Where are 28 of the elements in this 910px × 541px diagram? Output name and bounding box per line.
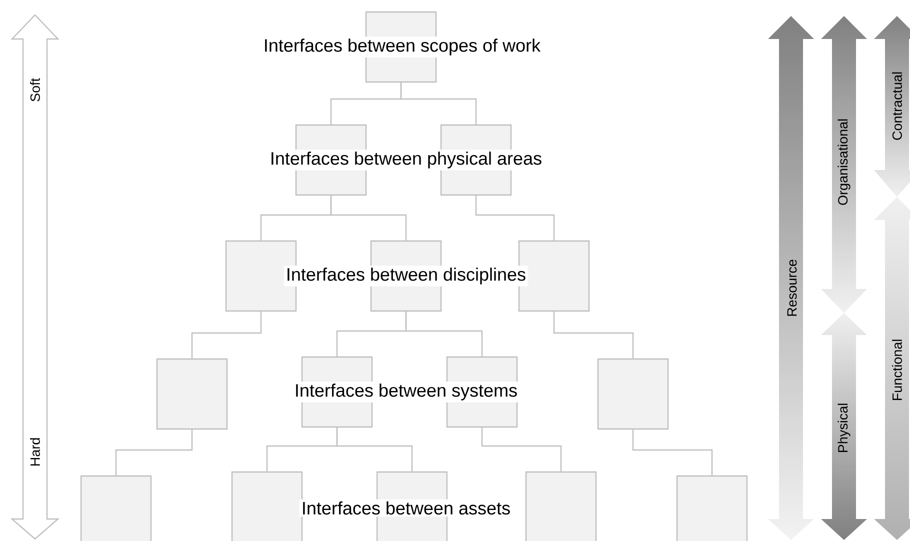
connector-line xyxy=(330,196,407,240)
row-label: Interfaces between scopes of work xyxy=(261,36,543,58)
row-label: Interfaces between systems xyxy=(292,382,520,402)
connector-line xyxy=(553,312,634,358)
arrow-label: Contractual xyxy=(892,72,902,140)
row-label: Interfaces between disciplines xyxy=(284,266,528,286)
row-label: Interfaces between assets xyxy=(299,499,513,517)
tree-box xyxy=(231,471,303,541)
connector-line xyxy=(115,430,193,476)
connector-line xyxy=(632,430,713,476)
arrow-label: Organisational xyxy=(838,119,850,205)
connector-line xyxy=(336,428,413,472)
arrow-label: Functional xyxy=(892,340,902,400)
arrow-label: Resource xyxy=(787,260,797,316)
tree-box xyxy=(597,358,669,430)
tree-box xyxy=(156,358,228,430)
connector-line xyxy=(191,312,262,358)
connector-line xyxy=(475,196,555,240)
tree-box xyxy=(676,475,748,541)
arrow-label: Hard xyxy=(30,438,40,466)
connector-line xyxy=(400,82,477,124)
row-label: Interfaces between physical areas xyxy=(268,150,544,170)
arrow-label: Soft xyxy=(30,78,40,102)
tree-box xyxy=(80,475,152,541)
tree-box xyxy=(525,471,597,541)
arrow-label: Physical xyxy=(838,404,850,452)
connector-line xyxy=(481,428,562,472)
connector-line xyxy=(405,312,483,356)
